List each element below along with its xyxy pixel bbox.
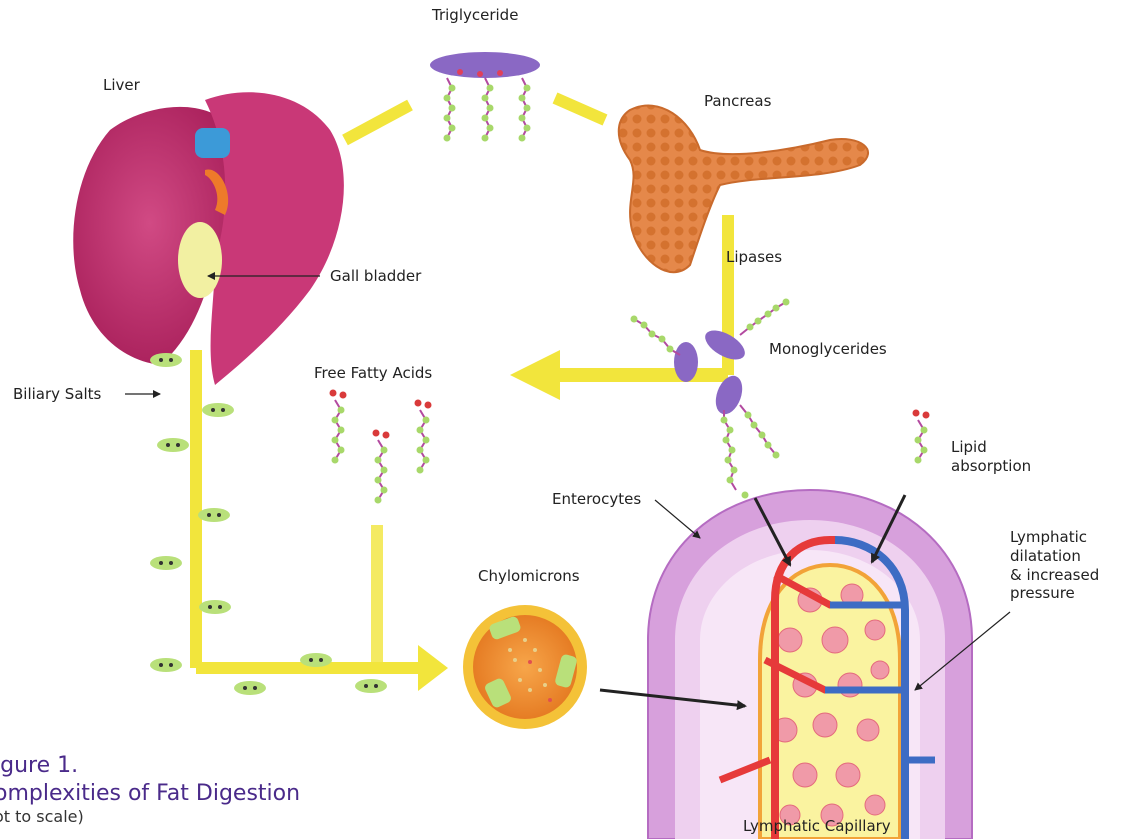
liver-to-triglyceride-path (345, 105, 410, 140)
portal-vein (195, 128, 230, 158)
label-lymphatic-dilatation: Lymphatic dilatation & increased pressur… (1010, 528, 1099, 603)
bile-salt (199, 600, 231, 614)
bile-salt (202, 403, 234, 417)
figure-caption: igure 1. omplexities of Fat Digestion ot… (0, 752, 300, 827)
bile-salt (150, 353, 182, 367)
bile-salt (150, 658, 182, 672)
enterocytes-pointer (655, 500, 700, 538)
label-liver: Liver (103, 76, 140, 94)
label-enterocytes: Enterocytes (552, 490, 641, 508)
label-chylomicrons: Chylomicrons (478, 567, 580, 585)
bile-salt (355, 679, 387, 693)
gall-bladder (178, 222, 222, 298)
label-free-fatty-acids: Free Fatty Acids (314, 364, 432, 382)
bile-salt (198, 508, 230, 522)
chylomicron (463, 605, 587, 729)
monoglyceride-arrow-head (510, 350, 560, 400)
liver (73, 92, 344, 385)
label-lymphatic-capillary: Lymphatic Capillary (743, 817, 891, 835)
bile-arrow-head (418, 645, 448, 691)
caption-subtitle: omplexities of Fat Digestion (0, 780, 300, 808)
label-lipases: Lipases (726, 248, 782, 266)
bile-salt (300, 653, 332, 667)
triglyceride-to-pancreas-path (555, 98, 605, 120)
label-gall-bladder: Gall bladder (330, 267, 421, 285)
free-fatty-acids (330, 390, 930, 504)
bile-salts (150, 353, 387, 695)
label-biliary-salts: Biliary Salts (13, 385, 101, 403)
label-triglyceride: Triglyceride (432, 6, 518, 24)
monoglycerides (631, 299, 790, 499)
label-lipid-absorption: Lipid absorption (951, 438, 1031, 476)
bile-salt (157, 438, 189, 452)
bile-salt (234, 681, 266, 695)
label-monoglycerides: Monoglycerides (769, 340, 887, 358)
caption-note: ot to scale) (0, 807, 300, 827)
triglyceride-molecule (430, 52, 540, 142)
bile-salt (150, 556, 182, 570)
villus (648, 490, 972, 839)
caption-title: igure 1. (0, 752, 300, 780)
label-pancreas: Pancreas (704, 92, 771, 110)
